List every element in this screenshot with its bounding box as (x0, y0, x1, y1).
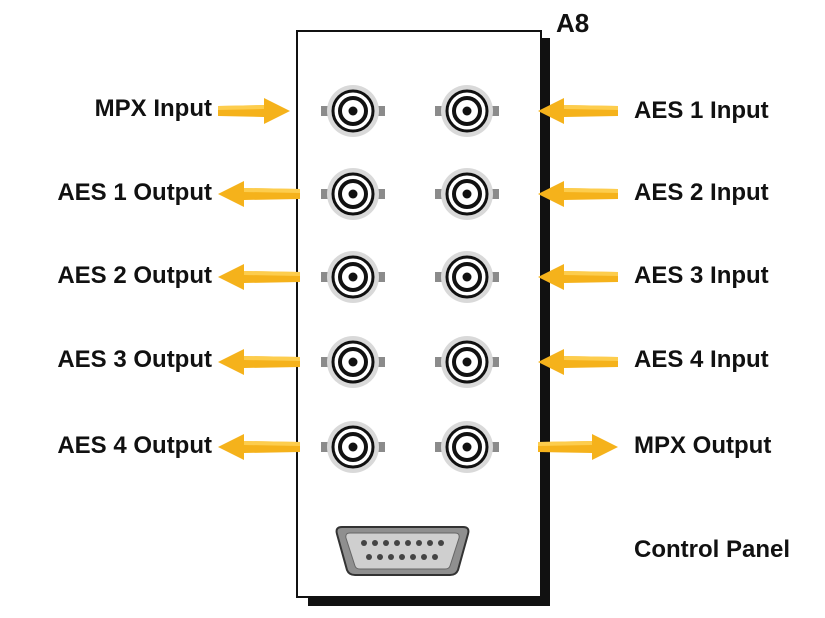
label-aes3-input: AES 3 Input (634, 262, 769, 289)
bnc-connector-right-5 (435, 421, 499, 473)
bnc-connector-left-3 (321, 251, 385, 303)
bnc-connector-right-2 (435, 168, 499, 220)
arrow-left-2 (218, 181, 300, 207)
bnc-connector-left-5 (321, 421, 385, 473)
dsub-pin (432, 554, 438, 560)
label-aes2-output: AES 2 Output (57, 262, 212, 289)
dsub-pin (438, 540, 444, 546)
dsub-pin (405, 540, 411, 546)
arrow-right-4 (538, 349, 618, 375)
bnc-connector-right-3 (435, 251, 499, 303)
bnc-connector-left-1 (321, 85, 385, 137)
bnc-connector-right-1 (435, 85, 499, 137)
dsub-pin (388, 554, 394, 560)
arrow-right-1 (538, 98, 618, 124)
dsub-pin (410, 554, 416, 560)
label-aes2-input: AES 2 Input (634, 179, 769, 206)
arrow-left-1 (218, 98, 290, 124)
dsub-pin (366, 554, 372, 560)
dsub-pin (416, 540, 422, 546)
dsub-control-connector (335, 526, 470, 576)
bnc-connector-left-2 (321, 168, 385, 220)
arrow-left-5 (218, 434, 300, 460)
label-aes4-input: AES 4 Input (634, 346, 769, 373)
device-title: A8 (556, 8, 590, 38)
dsub-pin (399, 554, 405, 560)
dsub-pin (394, 540, 400, 546)
dsub-pin (361, 540, 367, 546)
arrow-right-3 (538, 264, 618, 290)
dsub-pin (372, 540, 378, 546)
label-aes1-input: AES 1 Input (634, 97, 769, 124)
dsub-pin (421, 554, 427, 560)
arrow-right-5 (538, 434, 618, 460)
label-aes3-output: AES 3 Output (57, 346, 212, 373)
dsub-pin (427, 540, 433, 546)
bnc-connector-left-4 (321, 336, 385, 388)
label-mpx-output: MPX Output (634, 432, 772, 459)
arrow-left-3 (218, 264, 300, 290)
label-aes1-output: AES 1 Output (57, 179, 212, 206)
label-mpx-input: MPX Input (94, 95, 212, 122)
bnc-connector-right-4 (435, 336, 499, 388)
dsub-pin (377, 554, 383, 560)
arrow-left-4 (218, 349, 300, 375)
label-aes4-output: AES 4 Output (57, 432, 212, 459)
arrow-right-2 (538, 181, 618, 207)
dsub-pin (383, 540, 389, 546)
label-control-panel: Control Panel (634, 536, 791, 563)
